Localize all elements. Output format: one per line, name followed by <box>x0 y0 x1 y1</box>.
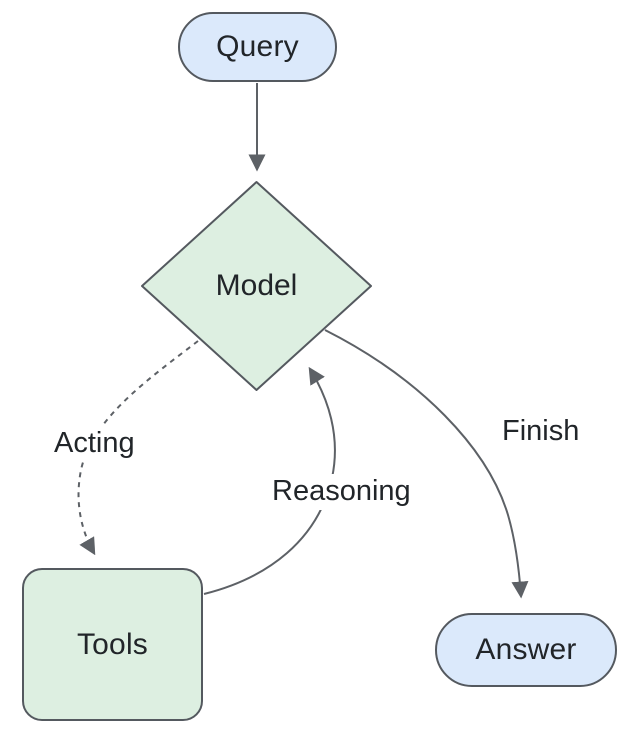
node-query-label: Query <box>216 30 299 63</box>
node-answer-label: Answer <box>475 633 577 666</box>
edge-label-finish: Finish <box>498 414 584 450</box>
edge-label-reasoning: Reasoning <box>268 474 415 510</box>
node-tools-label: Tools <box>76 627 149 661</box>
node-query: Query <box>178 12 337 82</box>
node-answer: Answer <box>435 613 617 687</box>
node-model-label: Model <box>215 269 298 302</box>
diamond-shape <box>141 181 372 391</box>
node-model: Model <box>140 180 373 392</box>
node-tools: Tools <box>22 568 203 721</box>
edge-label-acting: Acting <box>50 426 139 462</box>
